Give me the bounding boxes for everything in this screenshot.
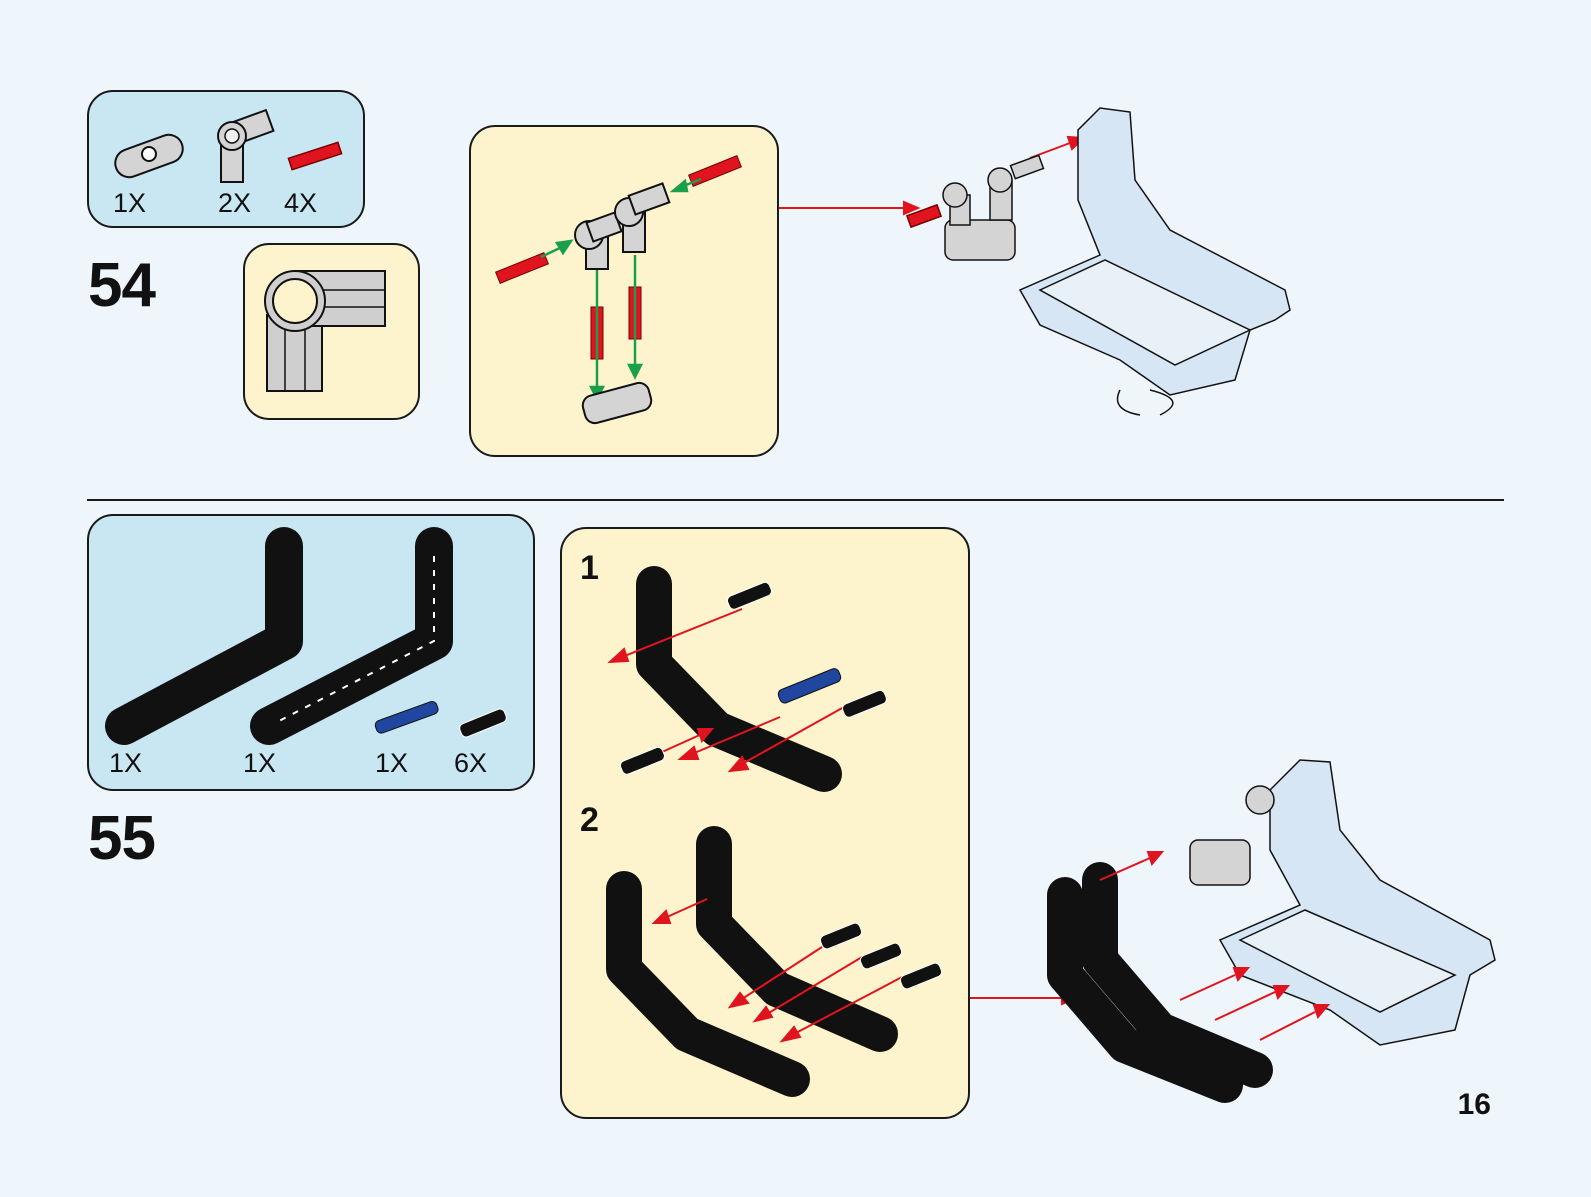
red-arrow-icon <box>607 608 845 773</box>
step-divider <box>87 499 1504 501</box>
model-frame-icon <box>1189 759 1496 1046</box>
angle-connector-detail <box>264 270 386 392</box>
part-quantity: 1X <box>243 748 277 778</box>
part-quantity: 6X <box>454 748 488 778</box>
part-quantity: 1X <box>375 748 409 778</box>
red-arrow-icon <box>779 135 1087 216</box>
angled-connector-part-icon <box>217 108 275 183</box>
step-54-parts-illustration <box>114 108 343 183</box>
blue-bent-beam-icon <box>636 566 842 792</box>
red-arrow-icon <box>970 990 1079 1006</box>
part-detail-callout <box>243 243 420 420</box>
red-arrow-icon <box>1099 851 1331 1041</box>
bent-beams-assembled-icon <box>1047 862 1273 1103</box>
step-54-parts-list: 1X 2X 4X <box>87 90 365 228</box>
black-pin-icon <box>619 581 887 775</box>
red-axle-part-icon <box>287 141 343 171</box>
model-frame-icon <box>1018 107 1291 416</box>
connector-icon <box>581 381 653 425</box>
connector-part-icon <box>114 133 184 179</box>
blue-bent-beam-icon <box>105 527 303 745</box>
angled-connector-icon <box>574 182 671 270</box>
step-55-parts-illustration <box>105 527 507 745</box>
sub-assembly-gray-icon <box>905 154 1045 261</box>
substeps-callout: 1 2 <box>560 527 970 1119</box>
black-bent-beam-icon <box>696 826 898 1052</box>
step-number: 54 <box>88 251 156 320</box>
black-bent-beam-icon <box>250 527 453 745</box>
part-quantity: 1X <box>109 748 143 778</box>
substep-number: 2 <box>580 801 599 839</box>
sub-assembly-callout <box>469 125 779 457</box>
page-number: 16 <box>1457 1088 1491 1121</box>
substep-number: 1 <box>580 549 599 587</box>
blue-axle-pin-icon <box>777 668 842 704</box>
part-quantity: 1X <box>113 188 147 218</box>
red-axle-icon <box>494 155 743 360</box>
part-quantity: 2X <box>218 188 252 218</box>
black-pin-icon <box>819 922 943 990</box>
black-pin-icon <box>459 708 507 738</box>
substeps-illustration <box>606 566 943 1097</box>
step-55-parts-list: 1X 1X 1X 6X <box>87 514 535 791</box>
red-arrow-icon <box>651 898 903 1043</box>
step-number: 55 <box>88 804 156 873</box>
sub-assembly-illustration <box>494 155 743 425</box>
part-quantity: 4X <box>284 188 318 218</box>
light-bent-beam-icon <box>606 871 810 1097</box>
blue-axle-pin-icon <box>374 700 439 734</box>
